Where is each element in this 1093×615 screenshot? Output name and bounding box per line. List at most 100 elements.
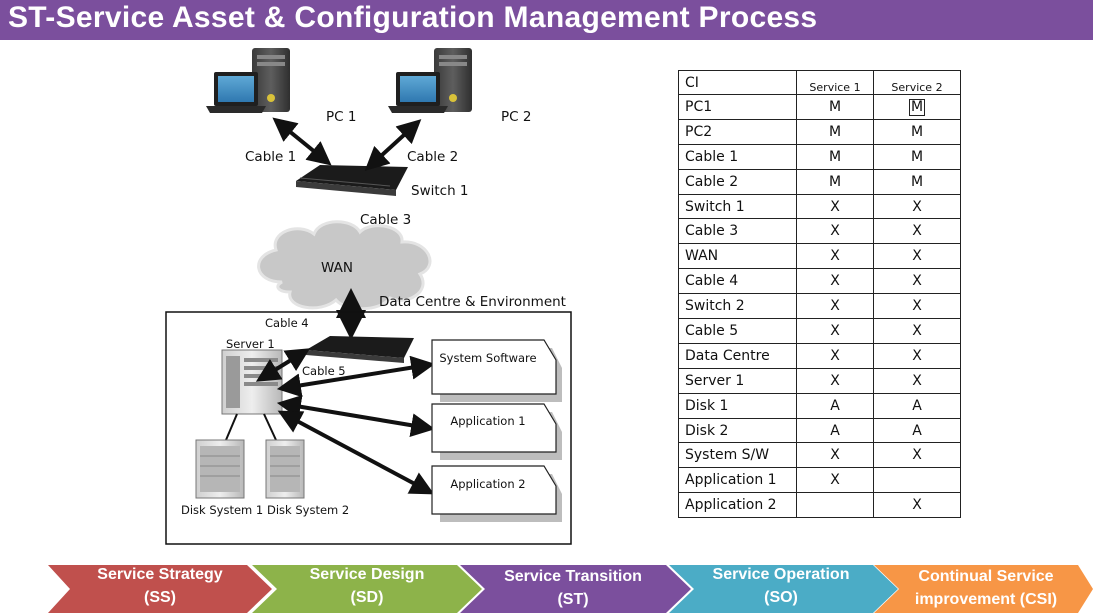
disk2-link bbox=[263, 413, 277, 441]
disk1-link bbox=[225, 413, 238, 441]
cable2-arrow bbox=[364, 119, 422, 171]
service2-cell: A bbox=[873, 392, 961, 419]
service1-cell: X bbox=[796, 293, 874, 320]
service-design-label: Service Design(SD) bbox=[309, 566, 425, 606]
cable2-label: Cable 2 bbox=[407, 149, 459, 165]
title-bar: ST-Service Asset & Configuration Managem… bbox=[0, 0, 1093, 40]
ci-name-cell: Cable 3 bbox=[678, 218, 797, 245]
cable3-label: Cable 3 bbox=[360, 212, 412, 228]
table-row: Cable 1 M M bbox=[678, 143, 961, 170]
service2-cell: A bbox=[873, 417, 961, 444]
ci-name-cell: Application 2 bbox=[678, 492, 797, 519]
table-row: Disk 2 A A bbox=[678, 417, 961, 444]
service2-cell: X bbox=[873, 342, 961, 369]
service1-cell: M bbox=[796, 143, 874, 170]
table-row: PC2 M M bbox=[678, 118, 961, 145]
data-centre-box bbox=[165, 311, 572, 545]
cable5-label: Cable 5 bbox=[302, 364, 346, 378]
chevron-service-transition bbox=[460, 565, 691, 613]
service2-cell: X bbox=[873, 243, 961, 270]
table-row: Switch 1 X X bbox=[678, 193, 961, 220]
service1-cell: X bbox=[796, 318, 874, 344]
chevron-continual-improvement bbox=[874, 565, 1093, 613]
service-transition-label: Service Transition(ST) bbox=[504, 568, 642, 608]
service1-cell: X bbox=[796, 218, 874, 245]
ci-name-cell: Disk 1 bbox=[678, 392, 797, 419]
application2-label: Application 2 bbox=[450, 477, 526, 491]
service2-cell: X bbox=[873, 442, 961, 469]
ci-name-cell: Application 1 bbox=[678, 467, 797, 494]
table-row: Server 1 X X bbox=[678, 367, 961, 394]
server-application2-arrow bbox=[277, 410, 435, 495]
service1-cell: X bbox=[796, 342, 874, 369]
chevron-service-design bbox=[252, 565, 482, 613]
service2-cell: M bbox=[873, 94, 961, 120]
service1-cell: X bbox=[796, 268, 874, 295]
ci-name-cell: System S/W bbox=[678, 442, 797, 469]
table-row: PC1 M M bbox=[678, 94, 961, 120]
service1-cell: A bbox=[796, 392, 874, 419]
ci-name-cell: Cable 5 bbox=[678, 318, 797, 344]
service2-cell: X bbox=[873, 293, 961, 320]
ci-name-cell: Cable 2 bbox=[678, 168, 797, 195]
server1-label: Server 1 bbox=[226, 337, 275, 351]
disk-system1-label: Disk System 1 bbox=[181, 503, 264, 517]
pc2-icon bbox=[388, 48, 472, 113]
table-row: System S/W X X bbox=[678, 442, 961, 469]
ci-name-cell: Switch 1 bbox=[678, 193, 797, 220]
header-service2: Service 2 bbox=[873, 70, 961, 95]
service1-cell: A bbox=[796, 417, 874, 444]
ci-name-cell: Disk 2 bbox=[678, 417, 797, 444]
switch2-icon bbox=[306, 336, 414, 363]
service-operation-label: Service Operation(SO) bbox=[712, 566, 850, 606]
service2-cell: X bbox=[873, 318, 961, 344]
application2-doc bbox=[431, 465, 562, 522]
service2-cell: M bbox=[873, 143, 961, 170]
ci-service-table: CI Service 1 Service 2 PC1 M M PC2 M M C… bbox=[678, 70, 961, 519]
switch1-icon bbox=[296, 165, 408, 196]
service2-cell: X bbox=[873, 268, 961, 295]
service2-cell: X bbox=[873, 193, 961, 220]
service1-cell: M bbox=[796, 118, 874, 145]
table-row: Cable 3 X X bbox=[678, 218, 961, 245]
page-title: ST-Service Asset & Configuration Managem… bbox=[8, 1, 818, 34]
cable1-arrow bbox=[272, 117, 332, 166]
ci-name-cell: Switch 2 bbox=[678, 293, 797, 320]
table-row: Disk 1 A A bbox=[678, 392, 961, 419]
chevron-service-operation bbox=[669, 565, 898, 613]
ci-name-cell: PC2 bbox=[678, 118, 797, 145]
table-row: Cable 2 M M bbox=[678, 168, 961, 195]
ci-name-cell: Data Centre bbox=[678, 342, 797, 369]
selected-cell-marker: M bbox=[908, 98, 926, 116]
service1-cell: X bbox=[796, 193, 874, 220]
chevron-service-strategy bbox=[48, 565, 272, 613]
table-row: Cable 5 X X bbox=[678, 318, 961, 344]
system-software-doc bbox=[431, 339, 562, 402]
table-row: Application 2 X bbox=[678, 492, 961, 519]
disk-system1-icon bbox=[195, 439, 245, 499]
service1-cell: X bbox=[796, 442, 874, 469]
table-row: Cable 4 X X bbox=[678, 268, 961, 295]
disk-system2-label: Disk System 2 bbox=[267, 503, 350, 517]
wan-label: WAN bbox=[321, 260, 353, 276]
ci-name-cell: Server 1 bbox=[678, 367, 797, 394]
cable4-label: Cable 4 bbox=[265, 316, 309, 330]
service1-cell: M bbox=[796, 94, 874, 120]
service2-cell bbox=[873, 467, 961, 494]
server-system-software-arrow bbox=[276, 355, 436, 398]
table-row: Data Centre X X bbox=[678, 342, 961, 369]
table-row: WAN X X bbox=[678, 243, 961, 270]
pc1-icon bbox=[206, 48, 290, 113]
ci-name-cell: Cable 1 bbox=[678, 143, 797, 170]
service1-cell: X bbox=[796, 467, 874, 494]
data-centre-label: Data Centre & Environment bbox=[379, 294, 566, 310]
network-diagram bbox=[165, 48, 572, 545]
pc1-label: PC 1 bbox=[326, 109, 357, 125]
service-lifecycle-bar: Service Strategy(SS) Service Design(SD) … bbox=[0, 562, 1093, 615]
system-software-label: System Software bbox=[439, 351, 537, 365]
ci-name-cell: Cable 4 bbox=[678, 268, 797, 295]
service2-cell: X bbox=[873, 492, 961, 519]
header-ci: CI bbox=[678, 70, 797, 95]
table-row: Application 1 X bbox=[678, 467, 961, 494]
